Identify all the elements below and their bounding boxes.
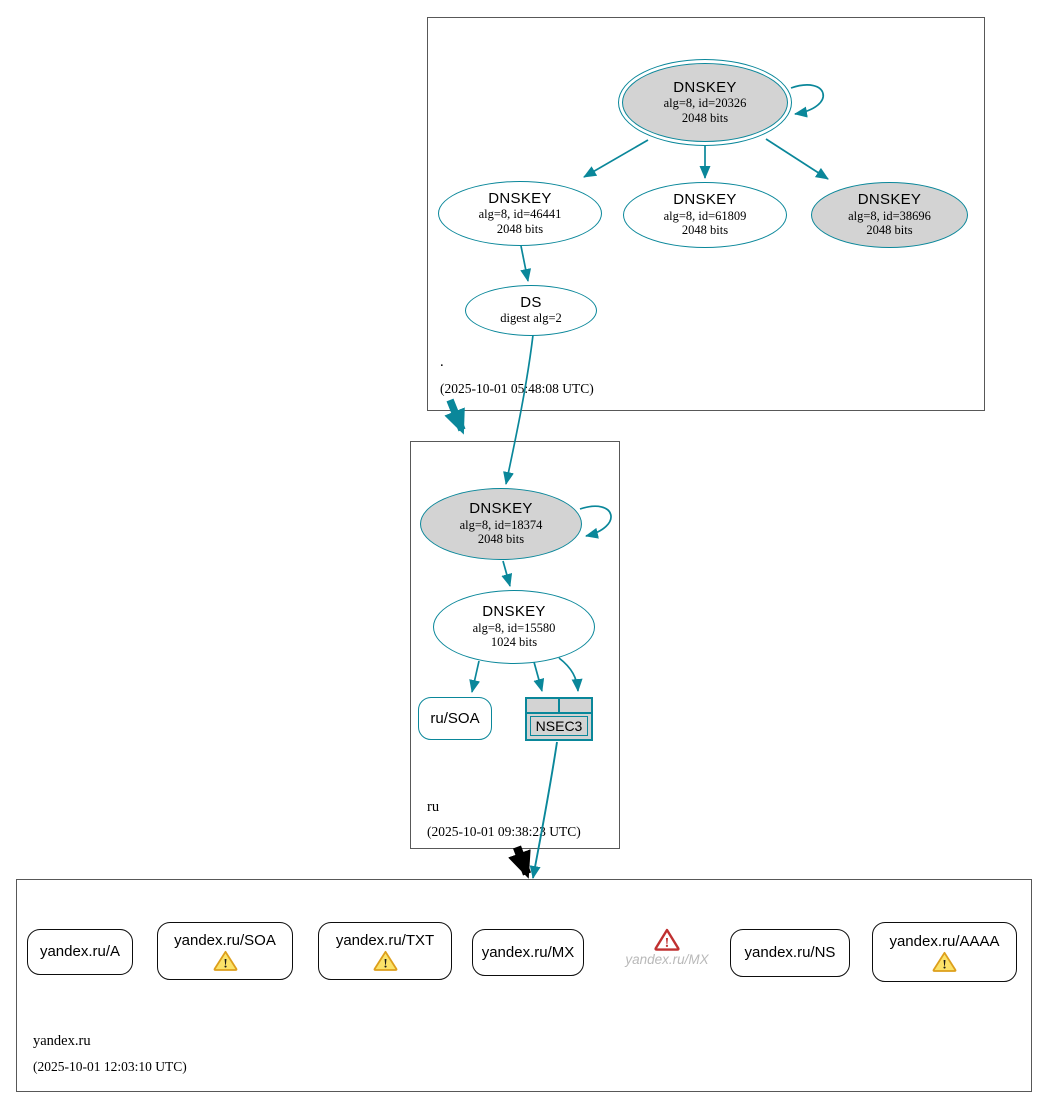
svg-text:!: ! [223,955,227,970]
ru-zone-label: ru [427,799,440,815]
node-detail: alg=8, id=46441 [478,207,562,221]
root-ds-node[interactable]: DS digest alg=2 [465,285,597,336]
node-detail: 2048 bits [866,223,913,238]
rrset-yandex-ns[interactable]: yandex.ru/NS [730,929,850,977]
root-zsk-46441-node[interactable]: DNSKEY alg=8, id=46441 2048 bits [438,181,602,246]
root-zone-label: . [440,354,444,370]
svg-text:!: ! [383,955,387,970]
ru-zone-timestamp: (2025-10-01 09:38:23 UTC) [427,824,581,839]
node-detail: digest alg=2 [500,311,562,326]
ru-nsec3-node[interactable]: NSEC3 [525,697,593,741]
node-title: DNSKEY [857,191,922,208]
node-detail: 2048 bits [681,223,729,238]
root-zsk-61809-node[interactable]: DNSKEY alg=8, id=61809 2048 bits [623,182,787,248]
ru-ksk-node[interactable]: DNSKEY alg=8, id=18374 2048 bits [420,488,582,560]
node-title: DNSKEY [673,78,737,96]
warning-icon: ! [373,950,397,971]
rrset-yandex-aaaa[interactable]: yandex.ru/AAAA ! [872,922,1017,982]
svg-text:!: ! [665,936,670,951]
yandex-zone-box [16,879,1032,1092]
node-detail: alg=8, id=15580 [472,620,556,635]
root-ksk-inner: DNSKEY alg=8, id=20326 2048 bits [622,63,788,142]
node-label: yandex.ru/NS [744,944,836,961]
ru-soa-node[interactable]: ru/SOA [418,697,492,740]
node-title: DNSKEY [488,189,552,207]
node-label: NSEC3 [530,716,588,736]
node-detail: 1024 bits [490,635,538,650]
yandex-zone-label: yandex.ru [33,1033,91,1049]
node-label: yandex.ru/AAAA [889,932,1000,950]
node-title: DNSKEY [482,603,546,620]
node-title: DNSKEY [673,191,737,208]
node-label: ru/SOA [430,709,480,727]
node-detail: 2048 bits [681,110,729,125]
root-zsk-38696-node[interactable]: DNSKEY alg=8, id=38696 2048 bits [811,182,968,248]
node-detail: 2048 bits [496,221,544,236]
yandex-zone-timestamp: (2025-10-01 12:03:10 UTC) [33,1059,187,1074]
rrset-yandex-mx[interactable]: yandex.ru/MX [472,929,584,976]
root-ksk-node[interactable]: DNSKEY alg=8, id=20326 2048 bits [618,59,792,146]
rrset-yandex-soa[interactable]: yandex.ru/SOA ! [157,922,293,980]
node-detail: alg=8, id=61809 [663,208,747,223]
node-detail: 2048 bits [477,532,525,547]
node-label: yandex.ru/SOA [174,931,276,949]
warning-icon: ! [932,951,957,972]
node-detail: alg=8, id=38696 [848,208,931,223]
ru-zsk-node[interactable]: DNSKEY alg=8, id=15580 1024 bits [433,590,595,664]
rrset-yandex-txt[interactable]: yandex.ru/TXT ! [318,922,452,980]
node-title: DNSKEY [469,500,533,517]
ghost-node-label: yandex.ru/MX [625,952,709,967]
warning-icon: ! [213,950,237,971]
rrset-yandex-a[interactable]: yandex.ru/A [27,929,133,975]
root-zone-timestamp: (2025-10-01 05:48:08 UTC) [440,381,594,396]
node-label: yandex.ru/MX [481,943,575,961]
node-label: yandex.ru/A [39,943,121,960]
rrset-yandex-mx-error[interactable]: ! yandex.ru/MX [622,928,712,967]
node-title: DS [520,293,542,311]
nsec3-top-cells [527,699,591,714]
error-icon: ! [654,928,680,951]
node-label: yandex.ru/TXT [335,931,435,949]
node-detail: alg=8, id=18374 [459,517,543,532]
edge-delegation-ru-to-yandex [508,845,531,879]
svg-text:!: ! [942,956,946,971]
node-detail: alg=8, id=20326 [663,96,747,110]
